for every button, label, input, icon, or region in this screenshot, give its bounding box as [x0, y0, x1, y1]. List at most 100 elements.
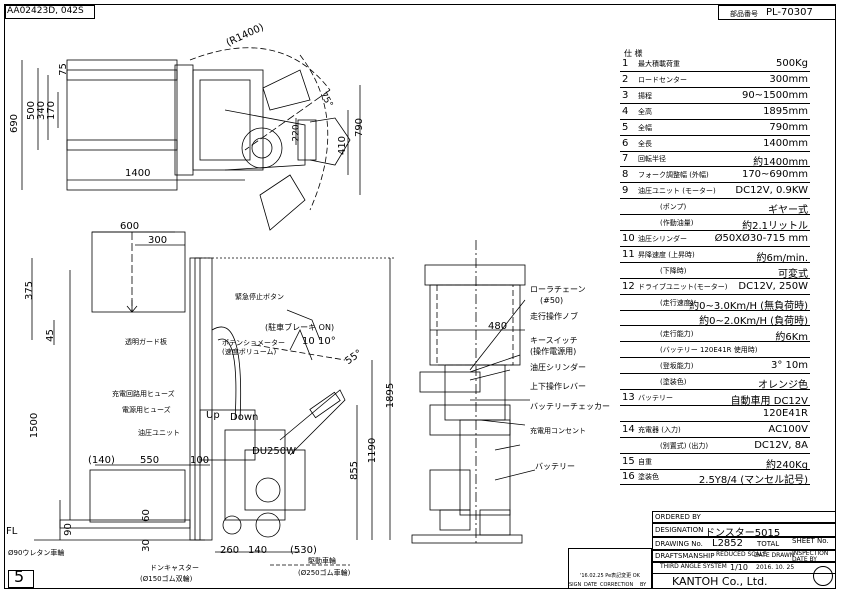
spec-row-number: 7 [622, 153, 629, 165]
tb-drawing-no-label: DRAWING No. [655, 540, 703, 548]
tb-designation-row [652, 523, 836, 537]
label-checker: バッテリーチェッカー [530, 402, 610, 411]
spec-row: (バッテリー 120E41R 使用時) [620, 343, 810, 359]
label-model: DU250W [252, 446, 296, 457]
rev-entry: '16.02.25 Pe表記変更 OK [580, 573, 640, 579]
dim-220: 220 [291, 124, 302, 142]
label-key: キースイッチ [530, 336, 578, 345]
rev-h1: DATE [584, 582, 598, 588]
drawing-frame [4, 4, 836, 589]
company-seal [813, 566, 833, 586]
tb-total: TOTAL [757, 540, 780, 548]
spec-row-value: DC12V, 0.9KW [735, 185, 808, 197]
sheet-marker: 5 [14, 567, 25, 586]
dim-1400-top: 1400 [125, 168, 151, 179]
label-brake: (駐車ブレーキ ON) [265, 323, 335, 332]
spec-row-value: ギヤー式 [768, 205, 808, 217]
dim-690: 690 [9, 113, 21, 134]
spec-row-label: 回転半径 [638, 155, 666, 164]
spec-row-label: ロードセンター [638, 75, 687, 84]
spec-row-value: DC12V, 250W [738, 280, 808, 292]
doc-id-box [5, 5, 95, 19]
tb-angle-row [652, 562, 836, 574]
spec-row-label: ドライブユニット(モーター) [638, 282, 728, 291]
label-guard: 透明ガード板 [125, 338, 167, 346]
label-cyl: 油圧シリンダー [530, 363, 586, 372]
dim-300: 300 [148, 235, 168, 246]
dim-140b: 140 [248, 545, 268, 556]
label-roller2: (#50) [540, 296, 564, 305]
tb-date: 2016. 10. 25 [756, 564, 795, 571]
tb-draftsmanship: DRAFTSMANSHIP [655, 552, 715, 560]
spec-row-value: 2.5Y8/4 (マンセル記号) [698, 475, 808, 487]
spec-row-value: 790mm [769, 121, 808, 133]
label-hyd-unit: 油圧ユニット [138, 429, 180, 437]
dim-600: 600 [120, 221, 140, 232]
spec-row-number: 11 [622, 248, 635, 260]
tb-date-drawn: DATE DRAWN [754, 552, 795, 559]
dim-170: 170 [46, 100, 58, 121]
spec-row-value: 自動車用 DC12V [730, 395, 808, 407]
dim-530: (530) [290, 545, 317, 556]
spec-row: 120E41R [620, 407, 810, 422]
spec-row-label: (走行能力) [660, 330, 694, 339]
dim-90: 90 [62, 523, 74, 536]
label-roller: ローラチェーン [530, 285, 586, 294]
spec-row-label: 昇降速度 (上昇時) [638, 250, 695, 259]
spec-row-label: 揚程 [638, 91, 652, 100]
spec-row-value: 約240Kg [766, 459, 808, 471]
spec-row-value: 170~690mm [741, 169, 808, 181]
spec-row-label: (ポンプ) [660, 203, 687, 212]
dim-45: 45 [44, 329, 56, 342]
spec-row: (走行速度)約0~3.0Km/H (無負荷時) [620, 296, 810, 312]
tb-reduced: REDUCED SCALE [716, 551, 767, 558]
spec-row-value: 約2.1リットル [742, 221, 808, 232]
spec-row-label: (登坂能力) [660, 362, 694, 371]
spec-row-number: 10 [622, 232, 635, 244]
spec-row-label: 自重 [638, 457, 652, 466]
label-pot: ポテンショメーター (速度ボリューム) [222, 339, 285, 356]
spec-row-label: (バッテリー 120E41R 使用時) [660, 346, 758, 355]
label-emergency: 緊急停止ボタン [235, 293, 284, 301]
tb-drawing-row [652, 537, 836, 550]
spec-row-number: 3 [622, 89, 629, 101]
spec-row-number: 16 [622, 471, 635, 483]
spec-row-value: 500Kg [776, 58, 808, 69]
dim-260: 260 [220, 545, 240, 556]
spec-row: 約0~2.0Km/H (負荷時) [620, 311, 810, 327]
spec-row-label: 全幅 [638, 123, 652, 132]
spec-row-value: 1895mm [763, 105, 808, 117]
dim-75: 75 [57, 63, 69, 76]
label-charge-fuse: 充電回路用ヒューズ [112, 390, 175, 398]
tb-drawing-no: L2852 [712, 538, 744, 549]
spec-row-label: (作動油量) [660, 219, 694, 227]
label-up: Up [206, 410, 220, 421]
spec-row-value: Ø50XØ30-715 mm [714, 232, 808, 244]
spec-row-value: 300mm [769, 73, 808, 85]
spec-row-number: 15 [622, 455, 635, 467]
spec-row-number: 8 [622, 169, 629, 181]
tb-scale: 1/10 [730, 563, 748, 572]
dim-1500: 1500 [29, 412, 41, 439]
dim-790: 790 [354, 117, 366, 138]
spec-row-number: 13 [622, 391, 635, 403]
front-view [411, 240, 536, 545]
dim-60: 60 [140, 509, 152, 522]
doc-id: AA02423D, 042S [7, 6, 84, 16]
spec-row-label: (塗装色) [660, 378, 687, 386]
label-key2: (操作電源用) [530, 347, 577, 356]
spec-row-value: 約6m/min. [756, 252, 808, 264]
